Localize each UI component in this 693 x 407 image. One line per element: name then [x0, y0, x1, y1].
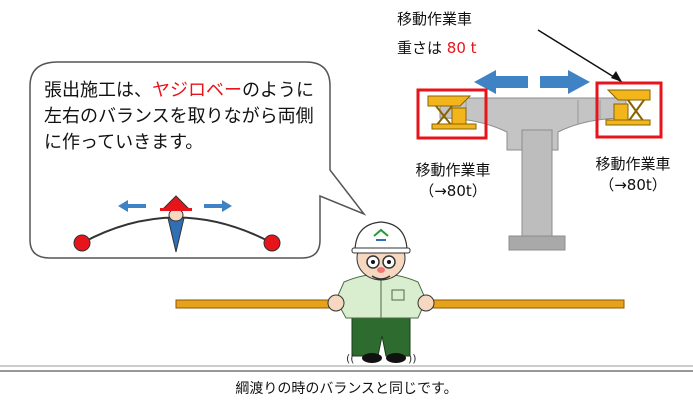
left-car-label-line2: （→80t） [419, 182, 487, 200]
worker-character: (( )) [327, 221, 435, 365]
svg-text:)): )) [408, 352, 417, 365]
arrow-right-small-icon [204, 200, 232, 212]
weight-label: 重さは 80 t [397, 37, 477, 58]
bubble-text: 張出施工は、ヤジロベーのように左右のバランスを取りながら両側に作っていきます。 [44, 78, 314, 156]
arrow-left-small-icon [118, 200, 146, 212]
bridge-pier [521, 129, 553, 238]
bubble-text-part1: 張出施工は、 [44, 80, 152, 101]
pointer-line [537, 29, 623, 83]
weight-prefix: 重さは [397, 39, 447, 57]
left-car-label-line1: 移動作業車 [415, 161, 491, 179]
car-title-label: 移動作業車 [397, 10, 473, 28]
right-work-car-icon [595, 81, 663, 139]
yajirobe-toy-icon [73, 195, 281, 253]
speech-bubble [29, 61, 367, 259]
bubble-text-highlight: ヤジロベー [152, 80, 242, 101]
arrow-right-large-icon [540, 70, 590, 94]
svg-text:((: (( [346, 352, 355, 365]
bubble-text-part2: のように左右のバランスを取りながら両側に作っていきます。 [44, 80, 314, 153]
pointer-arrowhead-icon [611, 71, 622, 82]
left-car-label: 移動作業車 （→80t） [398, 160, 508, 202]
caption: 綱渡りの時のバランスと同じです。 [235, 381, 458, 397]
right-car-label-line1: 移動作業車 [595, 155, 671, 173]
arrow-left-large-icon [474, 70, 528, 94]
right-car-label-line2: （→80t） [599, 176, 667, 194]
weight-value: 80 t [446, 39, 477, 57]
bridge-footing [508, 235, 566, 251]
right-car-label: 移動作業車 （→80t） [578, 154, 688, 196]
left-work-car-icon [416, 88, 488, 140]
